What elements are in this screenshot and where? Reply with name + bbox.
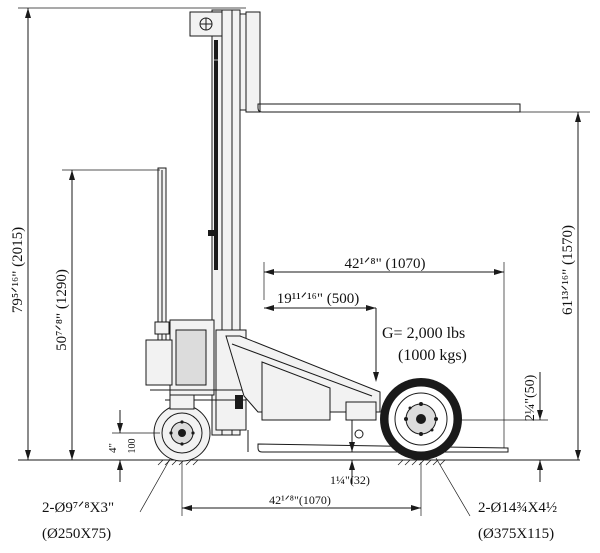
handle bbox=[154, 167, 170, 344]
front-wheel bbox=[380, 378, 462, 460]
straddle-leg bbox=[225, 335, 381, 439]
dim-wheelbase bbox=[181, 462, 422, 516]
label-wheelbase: 42¹ᐟ⁸"(1070) bbox=[269, 493, 331, 507]
label-rear-height-in: 4" bbox=[107, 443, 119, 453]
fork-raised bbox=[245, 11, 521, 113]
label-load-center: 19¹¹ᐟ¹⁶" (500) bbox=[277, 291, 359, 307]
dim-handle-height bbox=[62, 169, 160, 460]
label-load-imperial: G= 2,000 lbs bbox=[382, 325, 465, 342]
label-front-wheel: 2-Ø14¾X4½ bbox=[478, 500, 557, 516]
dim-front-clearance bbox=[460, 372, 548, 482]
label-fork-thickness: 1¼"(32) bbox=[330, 473, 370, 487]
label-front-clearance: 2¼"(50) bbox=[523, 374, 538, 421]
dim-overall-height bbox=[18, 7, 246, 460]
dim-overall-length bbox=[263, 262, 505, 448]
label-load-metric: (1000 kgs) bbox=[398, 347, 467, 364]
rear-wheel-leader bbox=[139, 458, 171, 513]
dim-rear-height bbox=[112, 410, 160, 482]
label-front-wheel-mm: (Ø375X115) bbox=[478, 526, 554, 542]
fork-lowered bbox=[247, 430, 509, 453]
label-rear-wheel: 2-Ø9⁷ᐟ⁸X3" bbox=[42, 500, 114, 516]
label-overall-length: 42¹ᐟ⁸" (1070) bbox=[345, 256, 426, 272]
dim-fork-thickness bbox=[349, 420, 355, 484]
label-overall-height: 79⁵ᐟ¹⁶" (2015) bbox=[10, 227, 26, 313]
front-wheel-leader bbox=[435, 457, 471, 517]
dim-load-center bbox=[264, 305, 379, 382]
label-fork-height: 61¹³ᐟ¹⁶" (1570) bbox=[560, 225, 576, 315]
label-rear-wheel-mm: (Ø250X75) bbox=[42, 526, 111, 542]
ground-line bbox=[18, 459, 580, 466]
rear-wheel bbox=[153, 394, 211, 462]
dim-fork-height bbox=[520, 111, 590, 460]
label-handle-height: 50⁷ᐟ⁸" (1290) bbox=[54, 269, 70, 351]
label-rear-height-mm: 100 bbox=[127, 439, 138, 454]
